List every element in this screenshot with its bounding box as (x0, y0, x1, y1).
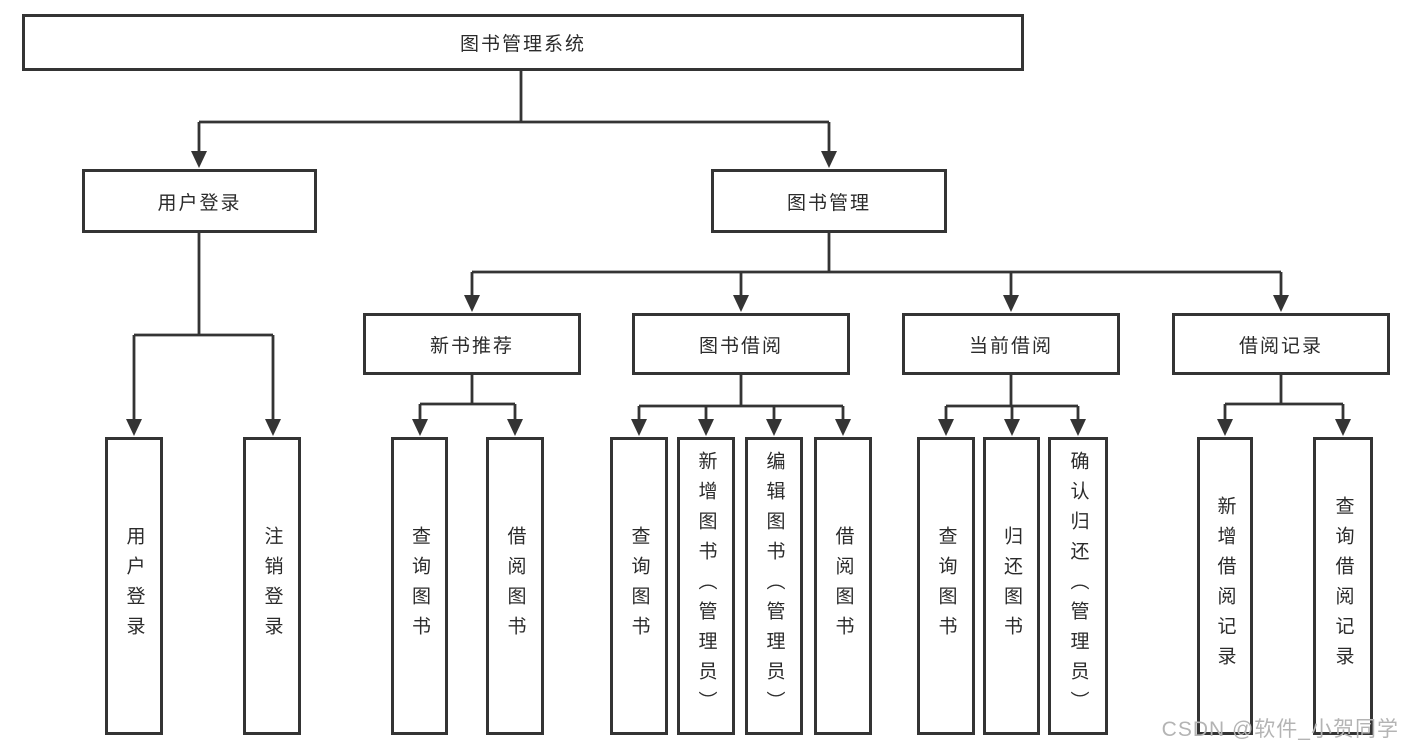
node-user-login: 用户登录 (82, 169, 317, 233)
arrowhead (1335, 419, 1351, 436)
leaf-add-borrow-record: 新增借阅记录 (1197, 437, 1253, 735)
leaf-query-books-current: 查询图书 (917, 437, 975, 735)
arrowhead (1004, 419, 1020, 436)
leaf-logout: 注销登录 (243, 437, 301, 735)
node-label: 借阅记录 (1238, 335, 1323, 357)
leaf-user-login: 用户登录 (105, 437, 163, 735)
leaf-query-books-borrow: 查询图书 (610, 437, 668, 735)
leaf-label: 借阅图书 (832, 526, 854, 646)
leaf-query-books-rec: 查询图书 (391, 437, 448, 735)
node-label: 用户登录 (157, 192, 242, 214)
edge-current-to-leaves (944, 375, 1080, 424)
arrowheads (126, 151, 1351, 436)
leaf-label: 新增借阅记录 (1214, 496, 1236, 676)
node-borrow-records: 借阅记录 (1172, 313, 1390, 375)
leaf-label: 编辑图书（管理员） (763, 451, 785, 721)
node-book-management: 图书管理 (711, 169, 947, 233)
arrowhead (265, 419, 281, 436)
arrowhead (766, 419, 782, 436)
node-new-book-recommend: 新书推荐 (363, 313, 581, 375)
leaf-label: 归还图书 (1001, 526, 1022, 646)
arrowhead (1070, 419, 1086, 436)
leaf-label: 查询图书 (935, 526, 957, 646)
arrowhead (631, 419, 647, 436)
leaf-query-borrow-record: 查询借阅记录 (1313, 437, 1373, 735)
leaf-confirm-return-admin: 确认归还（管理员） (1048, 437, 1108, 735)
leaf-label: 确认归还（管理员） (1067, 451, 1089, 721)
arrowhead (733, 295, 749, 312)
node-library-management-system: 图书管理系统 (22, 14, 1024, 71)
leaf-label: 查询图书 (628, 526, 650, 646)
leaf-label: 查询图书 (409, 526, 430, 646)
leaf-label: 借阅图书 (504, 526, 526, 646)
leaf-label: 查询借阅记录 (1332, 496, 1354, 676)
leaf-label: 用户登录 (123, 526, 145, 646)
leaf-borrow-books-rec: 借阅图书 (486, 437, 544, 735)
edge-records-to-leaves (1223, 375, 1345, 424)
node-book-borrow: 图书借阅 (632, 313, 850, 375)
leaf-label: 新增图书（管理员） (695, 451, 717, 721)
leaf-label: 注销登录 (261, 526, 283, 646)
node-label: 图书管理 (786, 192, 871, 214)
leaf-return-books: 归还图书 (983, 437, 1040, 735)
edge-borrow-to-leaves (637, 375, 845, 424)
node-current-borrow: 当前借阅 (902, 313, 1120, 375)
node-label: 当前借阅 (968, 335, 1053, 357)
edge-login-to-leaves (132, 233, 275, 424)
node-label: 新书推荐 (429, 335, 514, 357)
arrowhead (821, 151, 837, 168)
arrowhead (1003, 295, 1019, 312)
edge-mgmt-to-level3 (470, 233, 1283, 300)
csdn-watermark: CSDN @软件_小贺同学 (1161, 718, 1399, 741)
arrowhead (1217, 419, 1233, 436)
node-label: 图书借阅 (698, 335, 783, 357)
arrowhead (1273, 295, 1289, 312)
arrowhead (938, 419, 954, 436)
leaf-edit-books-admin: 编辑图书（管理员） (745, 437, 803, 735)
leaf-add-books-admin: 新增图书（管理员） (677, 437, 735, 735)
edge-rec-to-leaves (418, 375, 517, 424)
edge-root-to-level2 (197, 71, 831, 156)
arrowhead (191, 151, 207, 168)
arrowhead (412, 419, 428, 436)
arrowhead (835, 419, 851, 436)
arrowhead (698, 419, 714, 436)
leaf-borrow-books: 借阅图书 (814, 437, 872, 735)
arrowhead (126, 419, 142, 436)
arrowhead (464, 295, 480, 312)
arrowhead (507, 419, 523, 436)
node-label: 图书管理系统 (459, 34, 586, 55)
